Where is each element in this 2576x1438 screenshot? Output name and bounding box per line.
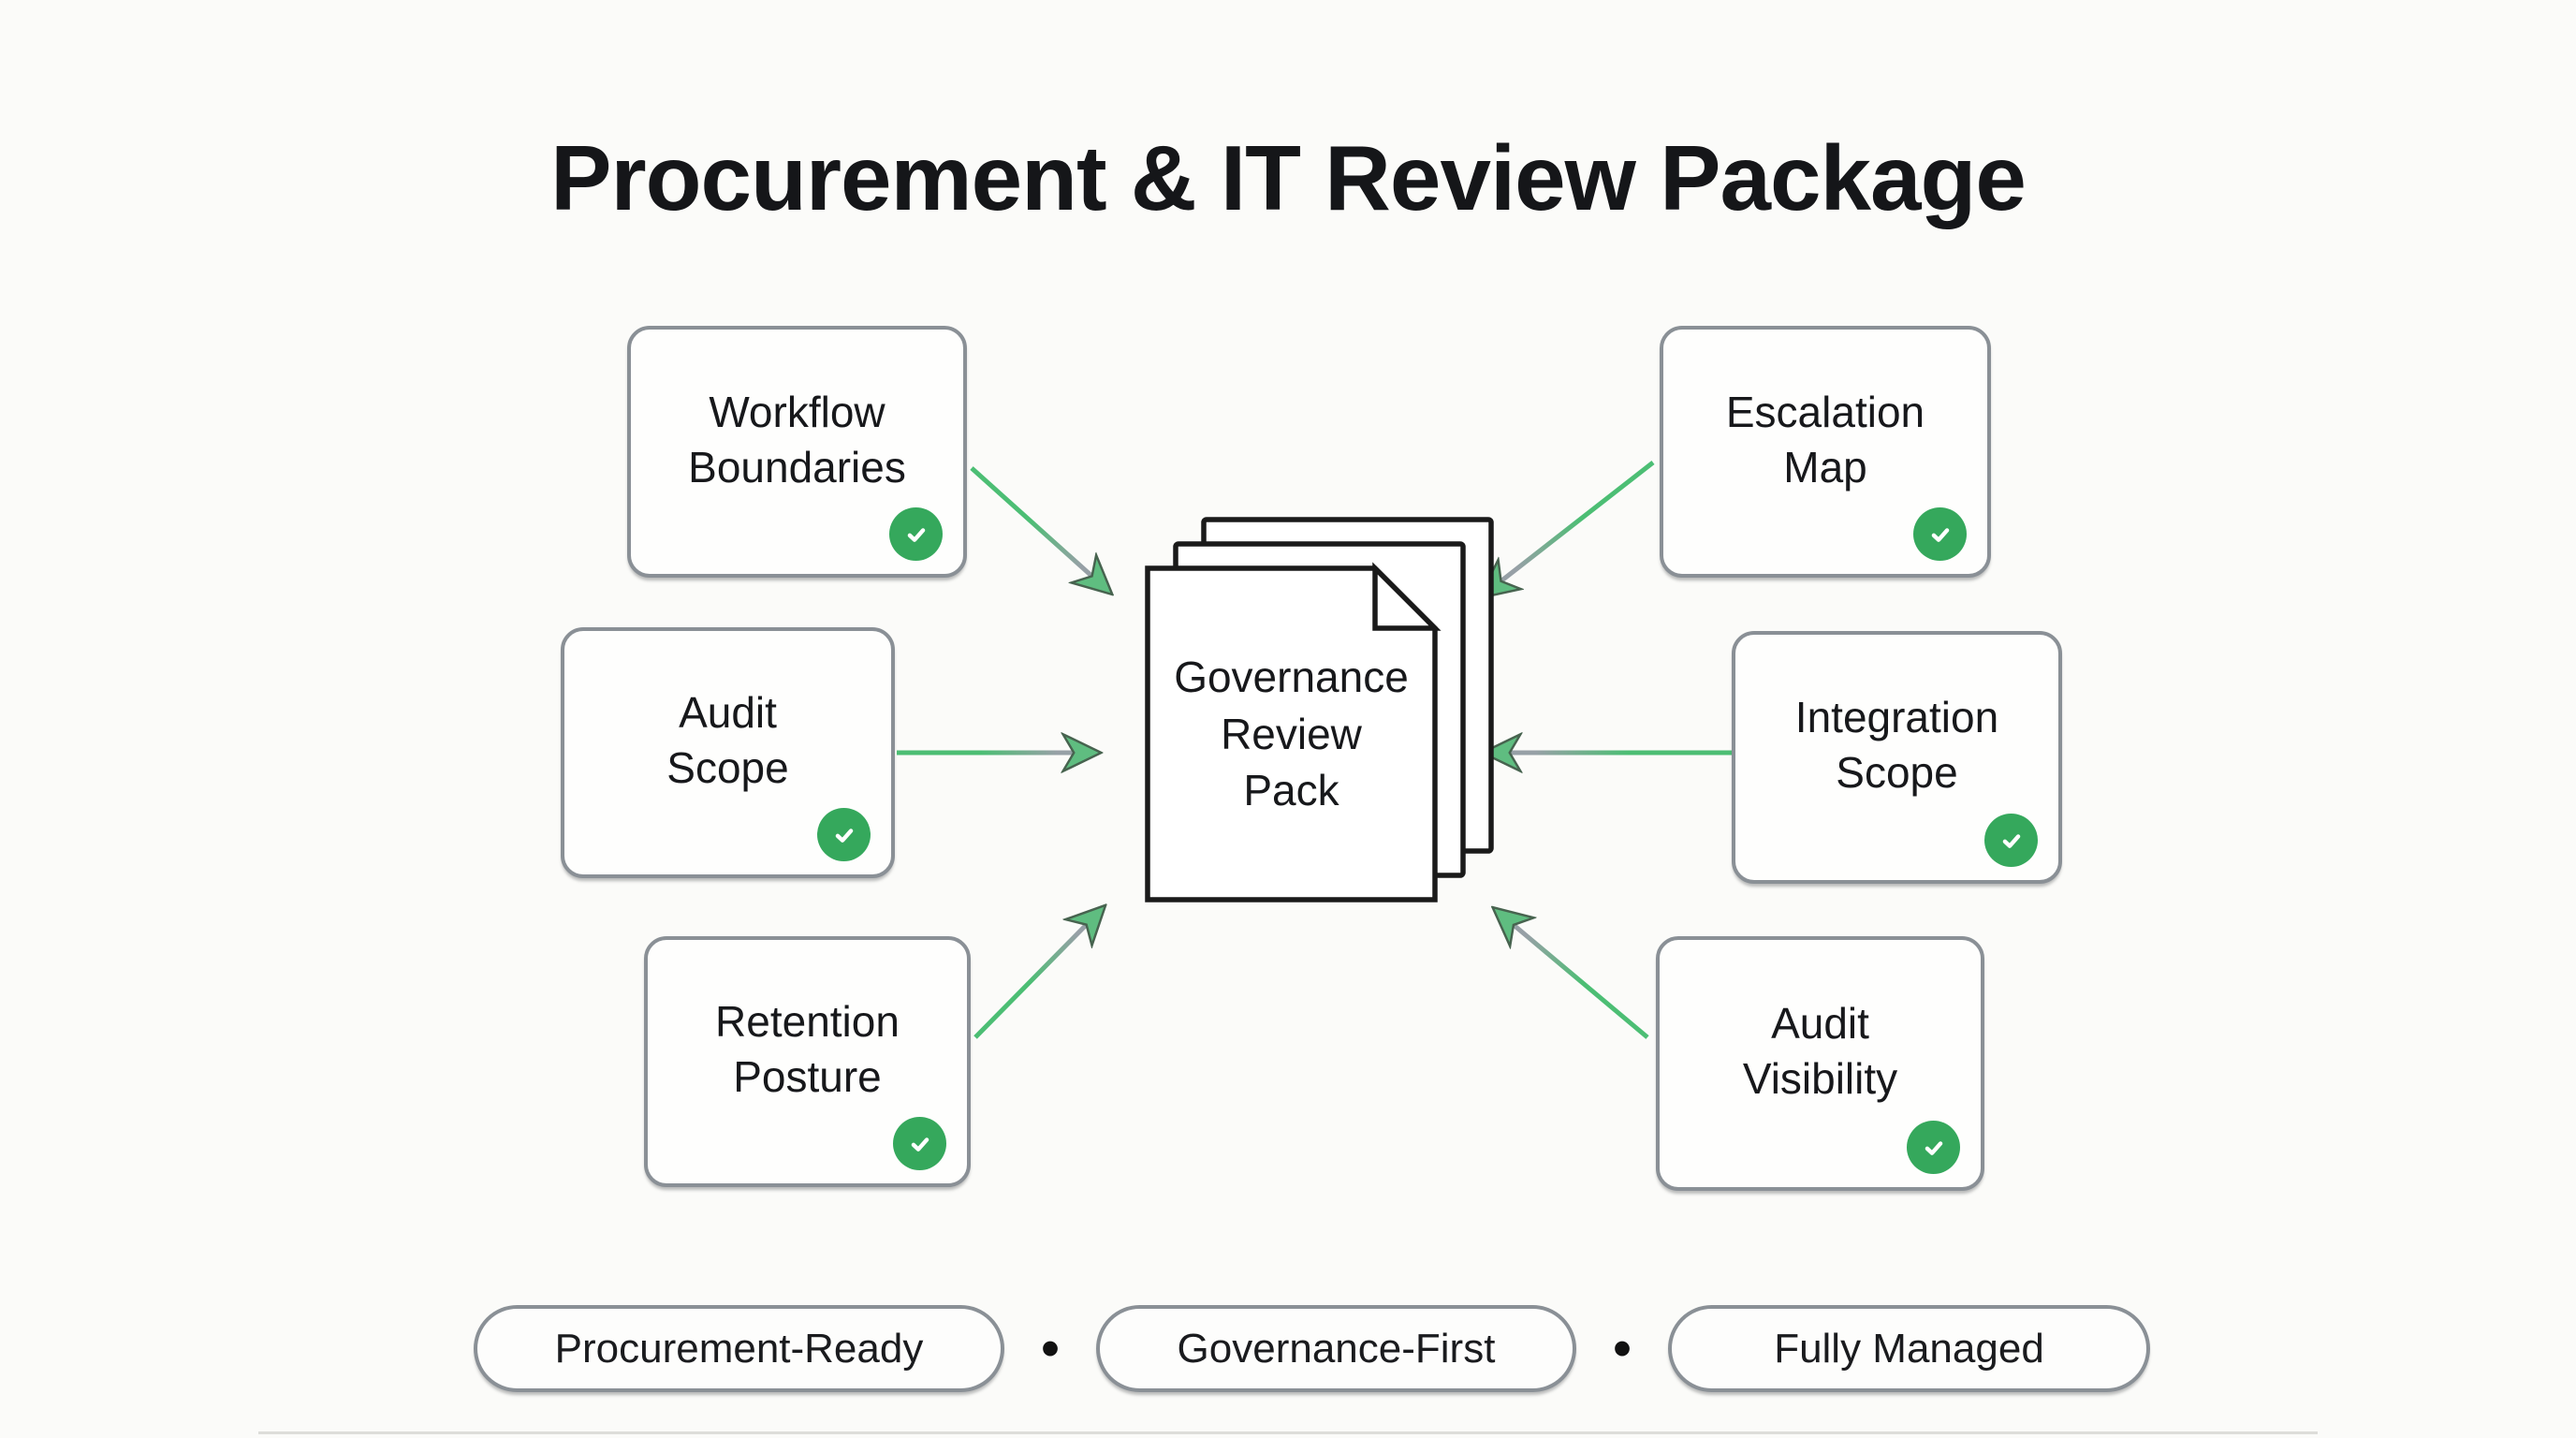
node-integration-scope: Integration Scope: [1732, 631, 2062, 884]
badge-procurement-ready: Procurement-Ready: [474, 1305, 1004, 1392]
checkmark-icon: [889, 507, 943, 561]
node-label: Integration: [1794, 693, 1999, 742]
node-workflow-boundaries: Workflow Boundaries: [627, 326, 967, 578]
checkmark-icon: [817, 808, 871, 861]
checkmark-icon: [1907, 1121, 1960, 1174]
checkmark-icon: [1984, 814, 2038, 867]
node-label: Retention: [715, 997, 900, 1047]
node-label: Workflow: [709, 387, 886, 436]
badge-separator-dot: •: [1612, 1317, 1632, 1379]
document-stack-icon: [1145, 517, 1494, 902]
node-label: Scope: [1836, 748, 1958, 797]
arrow-auditvis-to-center: [1496, 910, 1649, 1039]
page-title: Procurement & IT Review Package: [550, 126, 2027, 229]
center-label-line2: Review: [1221, 709, 1362, 758]
node-label: Audit: [679, 688, 777, 738]
center-node-label: Governance Review Pack: [1148, 568, 1435, 900]
arrow-escalation-to-center: [1483, 461, 1655, 595]
checkmark-icon: [893, 1117, 946, 1170]
node-label: Posture: [733, 1052, 882, 1101]
node-escalation-map: Escalation Map: [1660, 326, 1991, 578]
bottom-divider: [258, 1431, 2318, 1434]
arrow-retention-to-center: [973, 908, 1103, 1039]
node-audit-visibility: Audit Visibility: [1656, 936, 1984, 1191]
node-label: Visibility: [1742, 1054, 1898, 1103]
center-label-line3: Pack: [1243, 766, 1339, 815]
node-label: Scope: [666, 743, 789, 792]
node-label: Audit: [1771, 999, 1869, 1049]
checkmark-icon: [1913, 507, 1967, 561]
badge-separator-dot: •: [1040, 1317, 1061, 1379]
center-label-line1: Governance: [1174, 652, 1409, 701]
arrow-workflow-to-center: [970, 466, 1109, 592]
node-label: Boundaries: [688, 442, 906, 492]
node-label: Escalation: [1725, 387, 1925, 436]
node-audit-scope: Audit Scope: [561, 627, 895, 878]
node-label: Map: [1783, 442, 1867, 492]
badge-governance-first: Governance-First: [1096, 1305, 1576, 1392]
badge-fully-managed: Fully Managed: [1668, 1305, 2150, 1392]
node-retention-posture: Retention Posture: [644, 936, 971, 1187]
